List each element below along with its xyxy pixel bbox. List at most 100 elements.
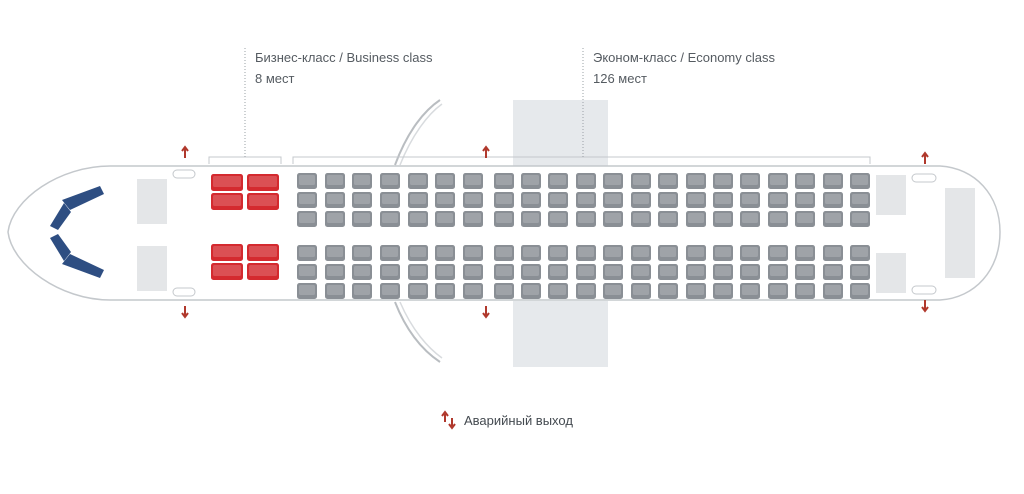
economy-seat[interactable] xyxy=(380,211,400,227)
economy-seat[interactable] xyxy=(795,173,815,189)
economy-seat[interactable] xyxy=(521,211,541,227)
economy-seat[interactable] xyxy=(631,211,651,227)
economy-seat[interactable] xyxy=(823,283,843,299)
economy-seat[interactable] xyxy=(658,211,678,227)
economy-seat[interactable] xyxy=(352,245,372,261)
economy-seat[interactable] xyxy=(297,192,317,208)
economy-seat[interactable] xyxy=(380,283,400,299)
economy-seat[interactable] xyxy=(658,283,678,299)
economy-seat[interactable] xyxy=(631,283,651,299)
economy-seat[interactable] xyxy=(686,283,706,299)
business-seat[interactable] xyxy=(247,193,279,210)
economy-seat[interactable] xyxy=(576,173,596,189)
economy-seat[interactable] xyxy=(603,264,623,280)
economy-seat[interactable] xyxy=(297,264,317,280)
economy-seat[interactable] xyxy=(603,192,623,208)
economy-seat[interactable] xyxy=(795,283,815,299)
economy-seat[interactable] xyxy=(631,264,651,280)
economy-seat[interactable] xyxy=(658,173,678,189)
economy-seat[interactable] xyxy=(768,211,788,227)
economy-seat[interactable] xyxy=(768,192,788,208)
economy-seat[interactable] xyxy=(768,173,788,189)
economy-seat[interactable] xyxy=(740,264,760,280)
economy-seat[interactable] xyxy=(768,283,788,299)
economy-seat[interactable] xyxy=(740,283,760,299)
economy-seat[interactable] xyxy=(603,245,623,261)
economy-seat[interactable] xyxy=(658,245,678,261)
economy-seat[interactable] xyxy=(435,211,455,227)
economy-seat[interactable] xyxy=(686,211,706,227)
economy-seat[interactable] xyxy=(521,264,541,280)
economy-seat[interactable] xyxy=(408,192,428,208)
economy-seat[interactable] xyxy=(850,245,870,261)
economy-seat[interactable] xyxy=(823,173,843,189)
economy-seat[interactable] xyxy=(463,283,483,299)
economy-seat[interactable] xyxy=(713,192,733,208)
economy-seat[interactable] xyxy=(713,283,733,299)
business-seat[interactable] xyxy=(247,263,279,280)
economy-seat[interactable] xyxy=(740,173,760,189)
economy-seat[interactable] xyxy=(576,264,596,280)
economy-seat[interactable] xyxy=(408,264,428,280)
economy-seat[interactable] xyxy=(658,264,678,280)
economy-seat[interactable] xyxy=(548,245,568,261)
economy-seat[interactable] xyxy=(352,173,372,189)
economy-seat[interactable] xyxy=(740,192,760,208)
economy-seat[interactable] xyxy=(850,283,870,299)
economy-seat[interactable] xyxy=(795,245,815,261)
business-seat[interactable] xyxy=(247,174,279,191)
economy-seat[interactable] xyxy=(435,264,455,280)
economy-seat[interactable] xyxy=(631,192,651,208)
economy-seat[interactable] xyxy=(325,173,345,189)
economy-seat[interactable] xyxy=(631,173,651,189)
economy-seat[interactable] xyxy=(576,283,596,299)
economy-seat[interactable] xyxy=(686,264,706,280)
economy-seat[interactable] xyxy=(768,245,788,261)
economy-seat[interactable] xyxy=(297,283,317,299)
economy-seat[interactable] xyxy=(435,192,455,208)
economy-seat[interactable] xyxy=(463,173,483,189)
economy-seat[interactable] xyxy=(576,211,596,227)
economy-seat[interactable] xyxy=(658,192,678,208)
economy-seat[interactable] xyxy=(463,192,483,208)
economy-seat[interactable] xyxy=(325,245,345,261)
economy-seat[interactable] xyxy=(576,245,596,261)
economy-seat[interactable] xyxy=(435,245,455,261)
economy-seat[interactable] xyxy=(352,211,372,227)
economy-seat[interactable] xyxy=(795,264,815,280)
economy-seat[interactable] xyxy=(631,245,651,261)
economy-seat[interactable] xyxy=(548,173,568,189)
economy-seat[interactable] xyxy=(548,283,568,299)
economy-seat[interactable] xyxy=(823,264,843,280)
economy-seat[interactable] xyxy=(740,211,760,227)
economy-seat[interactable] xyxy=(521,192,541,208)
economy-seat[interactable] xyxy=(494,283,514,299)
economy-seat[interactable] xyxy=(380,173,400,189)
economy-seat[interactable] xyxy=(576,192,596,208)
economy-seat[interactable] xyxy=(603,173,623,189)
economy-seat[interactable] xyxy=(521,283,541,299)
economy-seat[interactable] xyxy=(494,192,514,208)
economy-seat[interactable] xyxy=(548,192,568,208)
business-seat[interactable] xyxy=(211,244,243,261)
economy-seat[interactable] xyxy=(408,173,428,189)
economy-seat[interactable] xyxy=(713,173,733,189)
economy-seat[interactable] xyxy=(850,211,870,227)
economy-seat[interactable] xyxy=(325,211,345,227)
economy-seat[interactable] xyxy=(603,283,623,299)
economy-seat[interactable] xyxy=(768,264,788,280)
economy-seat[interactable] xyxy=(823,192,843,208)
economy-seat[interactable] xyxy=(435,173,455,189)
economy-seat[interactable] xyxy=(521,173,541,189)
economy-seat[interactable] xyxy=(408,211,428,227)
economy-seat[interactable] xyxy=(463,211,483,227)
economy-seat[interactable] xyxy=(494,173,514,189)
business-seat[interactable] xyxy=(211,174,243,191)
economy-seat[interactable] xyxy=(548,211,568,227)
economy-seat[interactable] xyxy=(352,264,372,280)
economy-seat[interactable] xyxy=(850,264,870,280)
business-seat[interactable] xyxy=(211,193,243,210)
economy-seat[interactable] xyxy=(823,211,843,227)
economy-seat[interactable] xyxy=(795,211,815,227)
economy-seat[interactable] xyxy=(686,173,706,189)
